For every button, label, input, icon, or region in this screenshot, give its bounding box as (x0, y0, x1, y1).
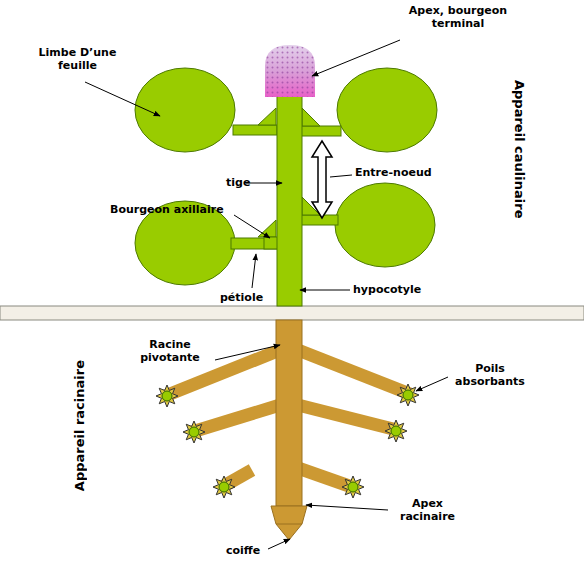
petiole (233, 125, 277, 135)
root-hair (183, 421, 205, 443)
part-label: Racine pivotante (130, 338, 210, 364)
internode-arrow (312, 141, 332, 218)
axillary-bud (258, 108, 276, 125)
section-label: Appareil racinaire (72, 360, 87, 491)
part-label: Bourgeon axillaire (110, 203, 260, 216)
leader-line (246, 183, 282, 184)
part-label: Apex, bourgeon terminal (398, 4, 518, 30)
apex-micrograph (265, 45, 315, 97)
petiole (301, 215, 338, 225)
leader-line (330, 175, 352, 177)
lateral-root (192, 405, 280, 432)
part-label: tige (226, 176, 266, 189)
stem (277, 95, 302, 306)
soil-band (0, 306, 584, 320)
part-label: pétiole (220, 291, 280, 304)
lateral-root (298, 405, 397, 430)
leaf-blade (135, 68, 235, 152)
root-hair (342, 476, 364, 498)
root-cap (271, 506, 307, 540)
part-label: coiffe (226, 544, 286, 557)
part-label: Entre-noeud (355, 166, 455, 179)
root-cap-line (276, 524, 302, 525)
tap-root (276, 320, 302, 506)
axillary-bud (258, 220, 276, 237)
axillary-bud (302, 108, 320, 126)
part-label: hypocotyle (353, 283, 453, 296)
leader-line (416, 377, 448, 391)
leaf-blade (337, 68, 437, 152)
leader-line (215, 345, 280, 360)
part-label: Apex racinaire (390, 497, 465, 523)
lateral-root (298, 350, 410, 394)
part-label: Poils absorbants (450, 362, 530, 388)
leader-line (268, 539, 290, 549)
root-hair (385, 420, 407, 442)
leader-line (85, 82, 160, 116)
apex-micrograph (265, 45, 315, 97)
leader-line (306, 505, 388, 510)
root-hair (156, 385, 178, 407)
leader-line (252, 254, 256, 288)
petiole (301, 126, 341, 136)
root-hair (397, 384, 419, 406)
leaf-blade (335, 183, 435, 267)
root-hair (213, 476, 235, 498)
leader-line (312, 40, 400, 76)
leader-line (300, 290, 350, 291)
lateral-root (298, 468, 352, 487)
part-label: Limbe D’une feuille (30, 46, 125, 72)
leader-line (234, 215, 270, 238)
section-label: Appareil caulinaire (512, 80, 527, 218)
